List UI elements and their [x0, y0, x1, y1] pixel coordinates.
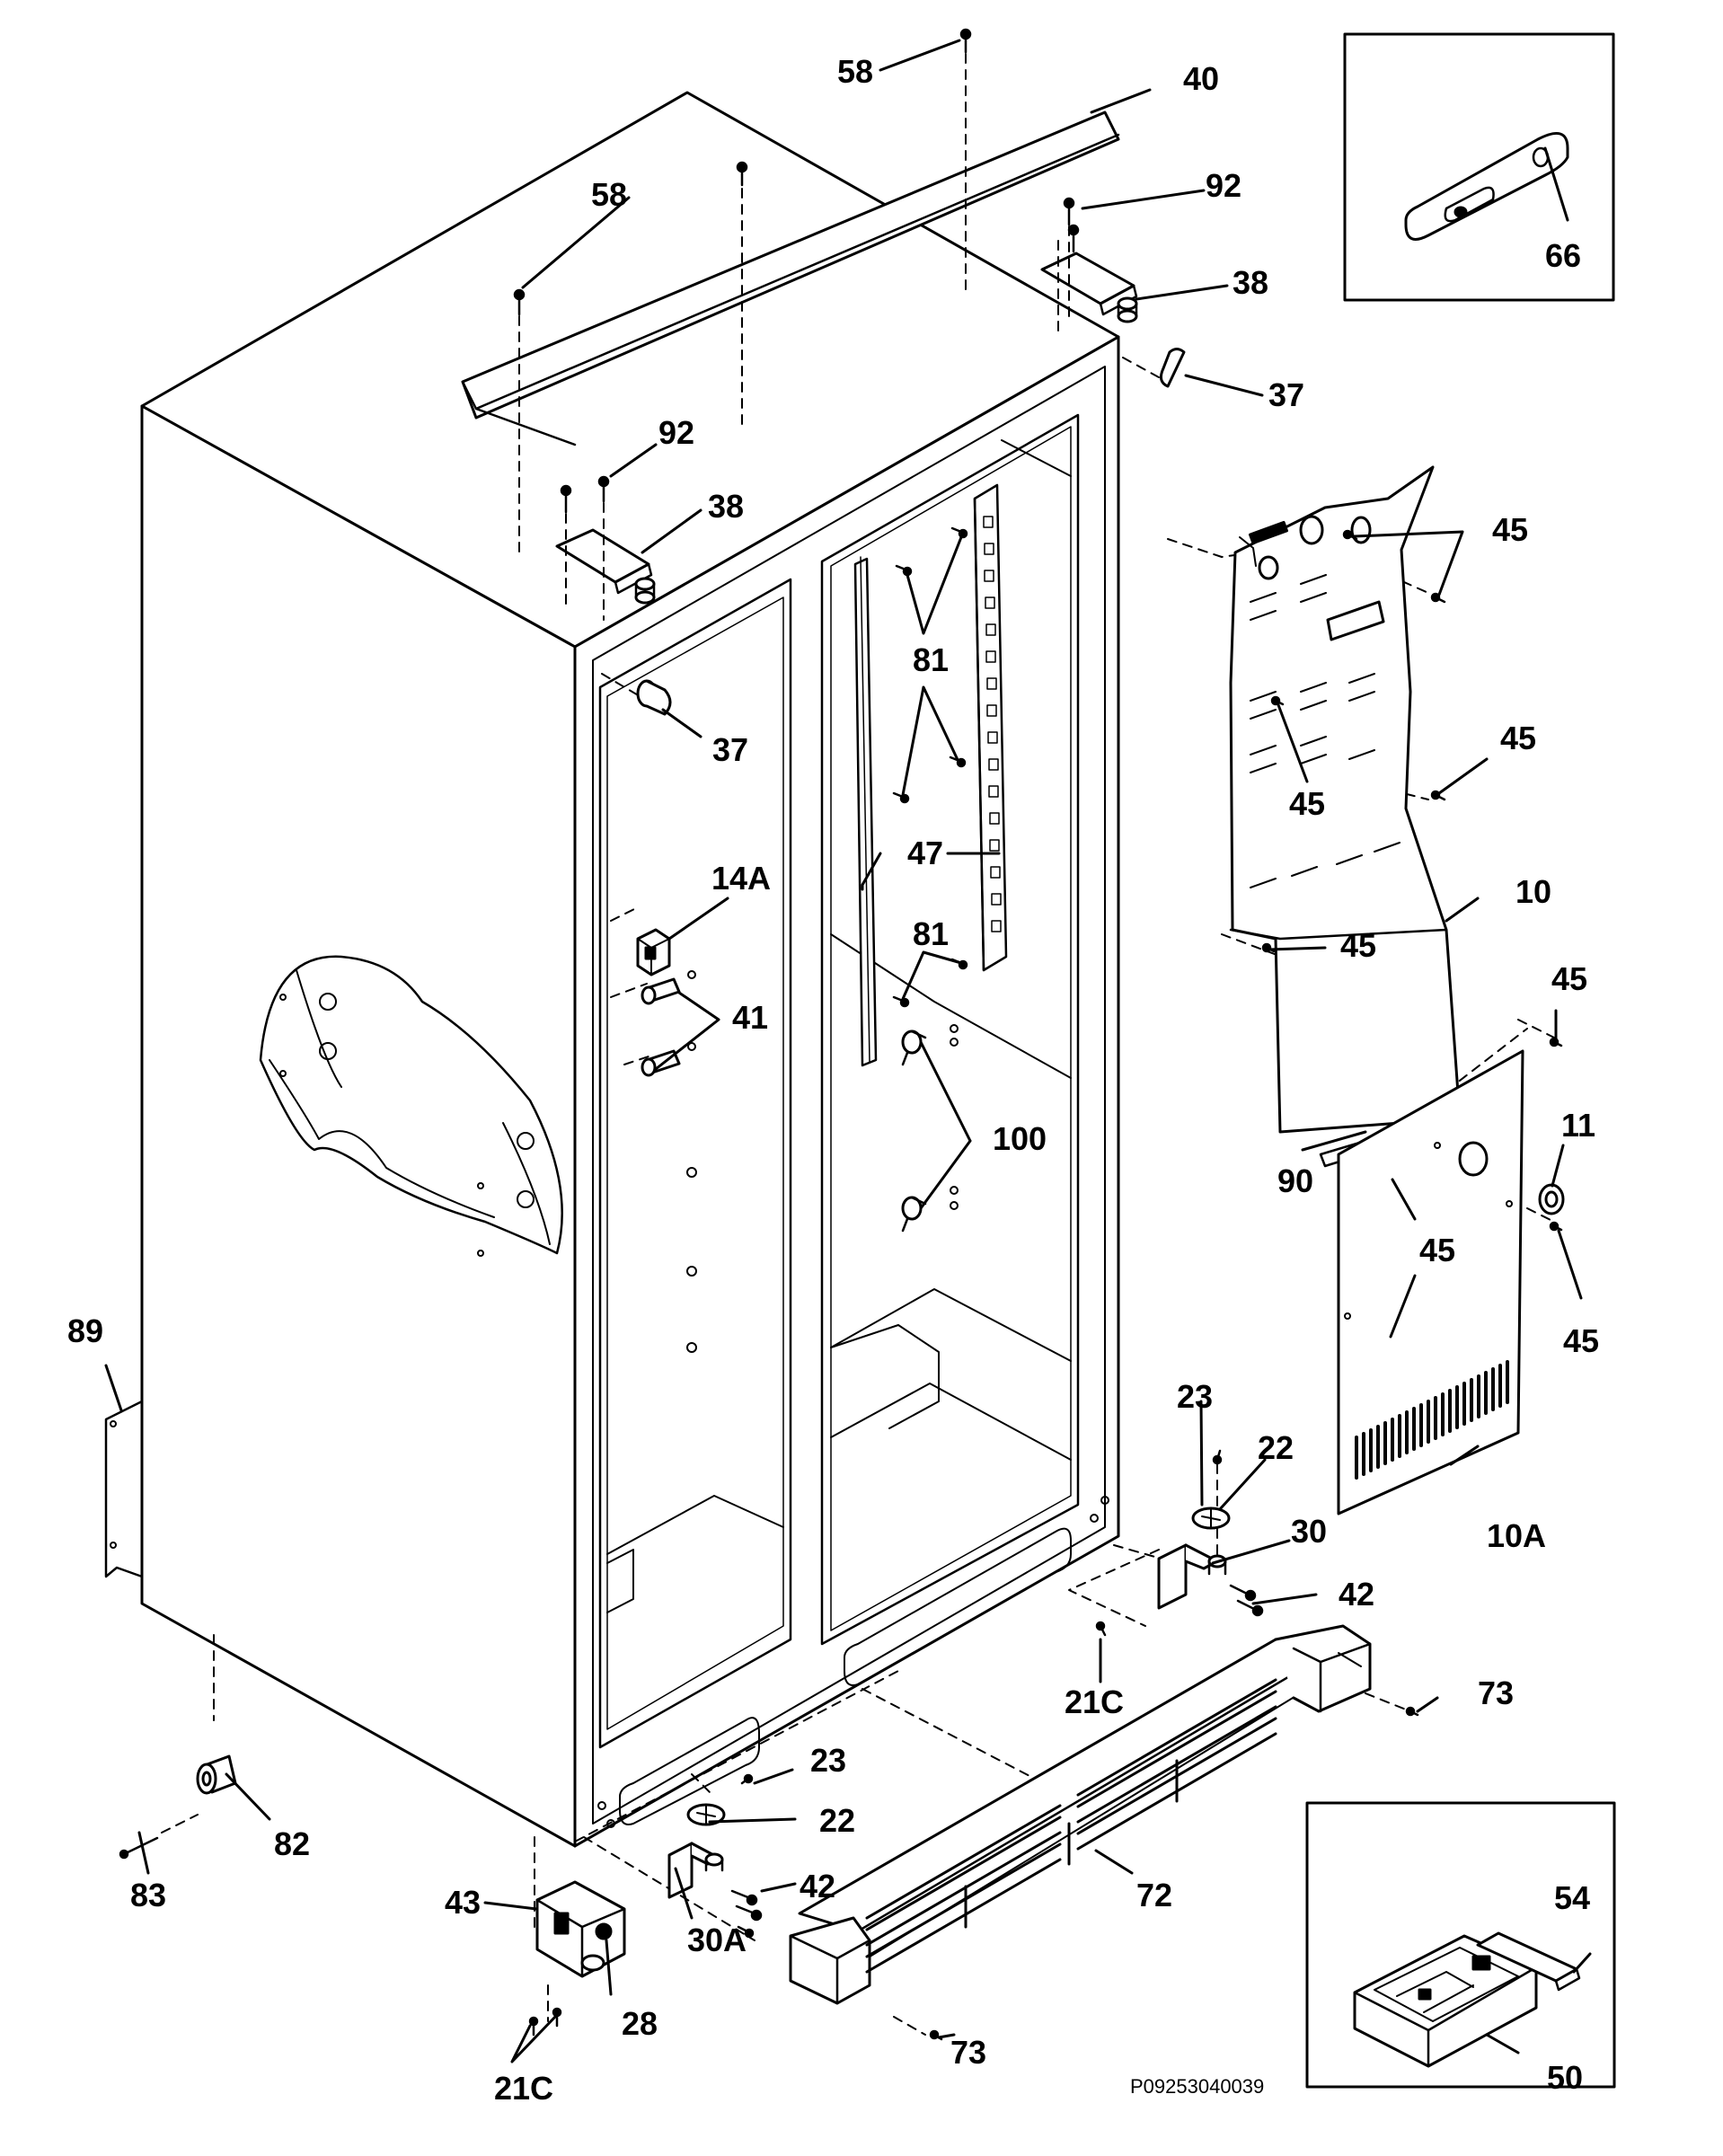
callout-50: 50	[1546, 2059, 1584, 2096]
pin-cover-37-top	[1159, 348, 1186, 388]
callout-90: 90	[1277, 1162, 1314, 1199]
callout-83: 83	[129, 1877, 167, 1913]
leveling-screw-83	[119, 1836, 159, 1860]
grille-vents-72	[865, 1678, 1277, 1974]
callout-45: 45	[1418, 1232, 1456, 1268]
callout-22: 22	[818, 1802, 856, 1839]
screws-81	[892, 526, 968, 1008]
callout-22: 22	[1257, 1429, 1294, 1466]
dispenser-housing-50	[1353, 1934, 1538, 2068]
louvers-10a	[1355, 1360, 1509, 1480]
rail-slots	[983, 516, 1002, 932]
roller-bracket-43	[535, 1880, 626, 1978]
insulation-cutaway	[259, 955, 563, 1257]
callout-23: 23	[809, 1742, 847, 1779]
callout-92: 92	[658, 414, 695, 451]
switch-14a	[636, 928, 671, 976]
callout-89: 89	[66, 1312, 104, 1349]
callout-21c: 21C	[1064, 1683, 1125, 1720]
compressor-cover-10a	[1337, 1049, 1524, 1515]
callout-41: 41	[731, 999, 769, 1036]
callout-81: 81	[912, 915, 950, 952]
callout-38: 38	[707, 488, 745, 525]
rear-cover-10	[1229, 465, 1462, 1134]
callout-37: 37	[711, 731, 749, 768]
callout-45: 45	[1491, 511, 1529, 548]
screws-42-right	[1229, 1584, 1264, 1617]
callout-38: 38	[1232, 264, 1269, 301]
callout-45: 45	[1562, 1322, 1600, 1359]
callout-21c: 21C	[493, 2070, 554, 2107]
callout-58: 58	[590, 176, 628, 213]
bracket-89	[104, 1400, 144, 1578]
top-hinge-right-38	[1040, 252, 1138, 323]
callout-92: 92	[1205, 167, 1242, 204]
callout-10a: 10A	[1486, 1517, 1547, 1554]
callout-23: 23	[1176, 1378, 1214, 1415]
callout-11: 11	[1560, 1107, 1596, 1144]
leader-lines	[104, 39, 1592, 2063]
screws-42-left	[730, 1889, 763, 1939]
callout-82: 82	[273, 1825, 311, 1862]
callout-54: 54	[1553, 1879, 1591, 1916]
callout-43: 43	[444, 1884, 482, 1921]
callout-100: 100	[992, 1120, 1047, 1157]
callout-81: 81	[912, 641, 950, 678]
callout-73: 73	[950, 2034, 987, 2071]
damper-control-66	[1404, 131, 1569, 241]
callout-28: 28	[621, 2005, 658, 2042]
grommet-11	[1538, 1183, 1565, 1215]
callout-37: 37	[1268, 376, 1305, 413]
top-cover-40	[461, 110, 1120, 446]
callout-47: 47	[906, 835, 944, 871]
screws	[513, 28, 1080, 514]
shelf-support-100	[901, 1024, 959, 1233]
callout-30a: 30A	[686, 1922, 747, 1958]
drawing-id: P09253040039	[1130, 2075, 1265, 2098]
callout-45: 45	[1499, 720, 1537, 756]
callout-40: 40	[1182, 60, 1220, 97]
callout-10: 10	[1515, 873, 1552, 910]
hinge-30a	[667, 1803, 726, 1899]
callout-66: 66	[1544, 237, 1582, 274]
inset-box-66	[1343, 32, 1615, 302]
callout-45: 45	[1339, 927, 1377, 964]
callout-45: 45	[1551, 960, 1588, 997]
hinge-30	[1157, 1507, 1231, 1610]
cap-37-liner	[636, 679, 672, 716]
callout-14a: 14A	[711, 860, 772, 897]
callout-42: 42	[1338, 1576, 1375, 1613]
cabinet-shell	[140, 91, 1120, 1848]
callout-72: 72	[1135, 1877, 1173, 1913]
callout-45: 45	[1288, 785, 1326, 822]
leveler-82	[196, 1754, 237, 1795]
callout-58: 58	[836, 53, 874, 90]
callout-42: 42	[799, 1868, 836, 1904]
callout-30: 30	[1290, 1513, 1328, 1550]
callout-73: 73	[1477, 1674, 1515, 1711]
screws-21c	[528, 2007, 562, 2037]
